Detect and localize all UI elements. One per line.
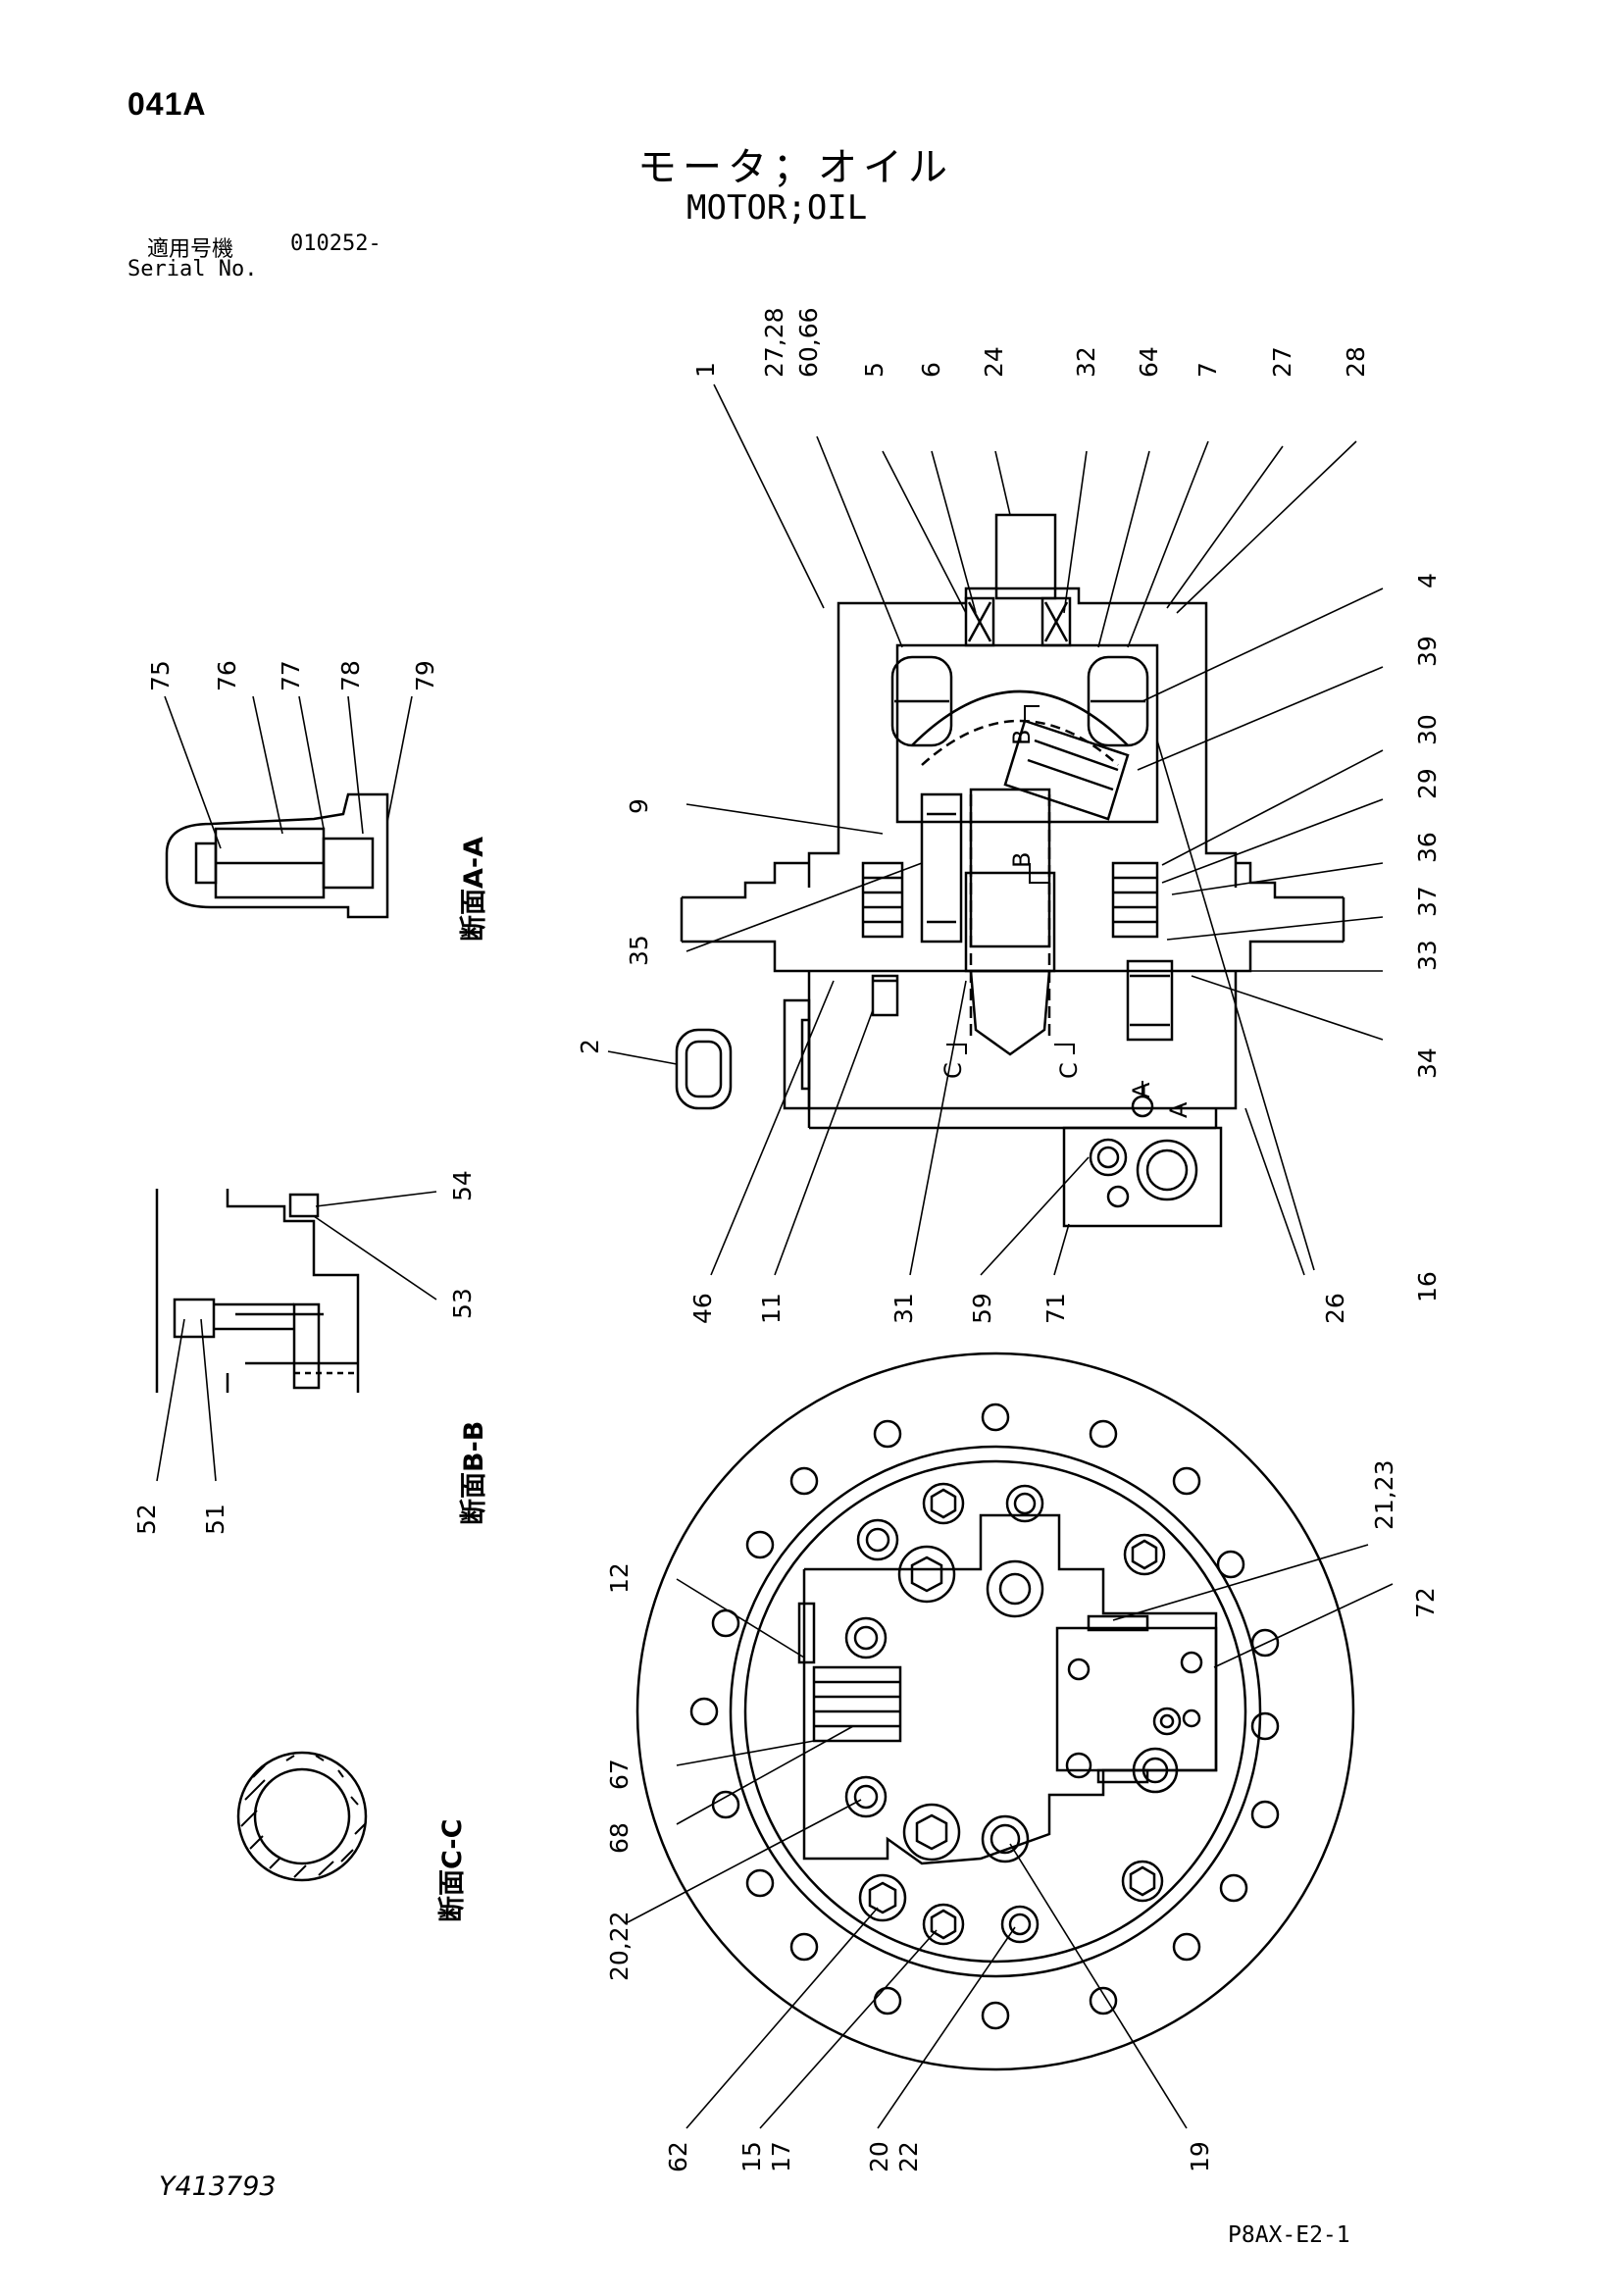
callout-32: 32 bbox=[1072, 346, 1100, 378]
callout-19: 19 bbox=[1186, 2141, 1214, 2172]
end-view-callouts: 21,23 72 12 67 68 20,22 62 15 17 20 22 1… bbox=[605, 1459, 1440, 2172]
callout-11: 11 bbox=[757, 1293, 786, 1324]
callout-17: 17 bbox=[767, 2141, 795, 2172]
callout-34: 34 bbox=[1413, 1047, 1442, 1079]
section-a-a-view bbox=[165, 792, 389, 919]
callout-21-23: 21,23 bbox=[1370, 1459, 1398, 1530]
callout-71: 71 bbox=[1041, 1293, 1070, 1324]
callout-2: 2 bbox=[576, 1039, 604, 1054]
section-b-b-callouts: 54 53 52 51 bbox=[132, 1170, 477, 1535]
callout-51: 51 bbox=[201, 1504, 229, 1535]
callout-24: 24 bbox=[980, 346, 1008, 378]
sheet-code: P8AX-E2-1 bbox=[1228, 2222, 1350, 2248]
section-arrows bbox=[946, 705, 1143, 1094]
callout-9: 9 bbox=[625, 798, 653, 814]
view-marker-a-lower: A bbox=[1165, 1101, 1193, 1118]
callout-68: 68 bbox=[605, 1822, 634, 1854]
callout-39: 39 bbox=[1413, 636, 1442, 667]
callout-20-22: 20,22 bbox=[605, 1911, 634, 1981]
section-c-c-view bbox=[236, 1751, 368, 1882]
callout-12: 12 bbox=[605, 1562, 634, 1594]
page-code: 041A bbox=[127, 86, 207, 122]
callout-22: 22 bbox=[894, 2141, 923, 2172]
callout-29: 29 bbox=[1413, 768, 1442, 799]
motor-side-view bbox=[675, 513, 1345, 1228]
callout-62: 62 bbox=[664, 2141, 692, 2172]
callout-64: 64 bbox=[1135, 346, 1163, 378]
callout-7: 7 bbox=[1193, 362, 1222, 378]
callout-6: 6 bbox=[917, 362, 945, 378]
callout-67: 67 bbox=[605, 1759, 634, 1790]
callout-79: 79 bbox=[411, 660, 439, 691]
view-marker-b-lower: B bbox=[1008, 852, 1036, 868]
side-view-callouts: 1 27,28 60,66 5 6 24 32 64 7 27 28 4 39 … bbox=[576, 307, 1442, 1324]
leader-lines bbox=[156, 383, 1394, 2129]
callout-53: 53 bbox=[448, 1288, 477, 1319]
view-marker-b-upper: B bbox=[1008, 730, 1036, 745]
callout-27: 27 bbox=[1268, 346, 1296, 378]
callout-35: 35 bbox=[625, 935, 653, 966]
callout-78: 78 bbox=[336, 660, 365, 691]
section-a-a-label: 断面A-A bbox=[459, 837, 489, 942]
callout-54: 54 bbox=[448, 1170, 477, 1201]
view-marker-c-right: C bbox=[1055, 1062, 1083, 1079]
section-b-b-view bbox=[155, 1189, 360, 1393]
line-art bbox=[155, 383, 1394, 2129]
serial-label-english: Serial No. bbox=[127, 257, 258, 281]
callout-59: 59 bbox=[968, 1293, 996, 1324]
view-marker-a-upper: A bbox=[1128, 1082, 1155, 1098]
view-marker-c-left: C bbox=[939, 1062, 967, 1079]
serial-number: 010252- bbox=[290, 231, 381, 256]
callout-75: 75 bbox=[146, 660, 175, 691]
callout-31: 31 bbox=[889, 1293, 918, 1324]
callout-77: 77 bbox=[277, 660, 305, 691]
section-a-a-callouts: 75 76 77 78 79 bbox=[146, 660, 439, 691]
callout-26: 26 bbox=[1321, 1293, 1349, 1324]
callout-27-28: 27,28 bbox=[760, 307, 788, 378]
callout-36: 36 bbox=[1413, 832, 1442, 863]
callout-1: 1 bbox=[691, 362, 720, 378]
callout-20: 20 bbox=[865, 2141, 893, 2172]
callout-5: 5 bbox=[860, 362, 888, 378]
callout-52: 52 bbox=[132, 1504, 161, 1535]
document-number: Y413793 bbox=[159, 2171, 277, 2202]
callout-76: 76 bbox=[213, 660, 241, 691]
callout-28: 28 bbox=[1342, 346, 1370, 378]
callout-60-66: 60,66 bbox=[794, 307, 823, 378]
callout-4: 4 bbox=[1413, 573, 1442, 588]
title-japanese: モータ；オイル bbox=[637, 145, 953, 190]
section-b-b-label: 断面B-B bbox=[459, 1421, 489, 1525]
motor-end-view bbox=[635, 1352, 1355, 2071]
title-english: MOTOR;OIL bbox=[686, 188, 868, 228]
serial-label-japanese: 適用号機 bbox=[147, 237, 234, 262]
callout-72: 72 bbox=[1411, 1587, 1440, 1618]
callout-15: 15 bbox=[737, 2141, 766, 2172]
callout-30: 30 bbox=[1413, 714, 1442, 745]
callout-16: 16 bbox=[1413, 1271, 1442, 1302]
callout-37: 37 bbox=[1413, 886, 1442, 917]
section-c-c-label: 断面C-C bbox=[437, 1819, 468, 1922]
callout-33: 33 bbox=[1413, 940, 1442, 971]
callout-46: 46 bbox=[688, 1293, 717, 1324]
